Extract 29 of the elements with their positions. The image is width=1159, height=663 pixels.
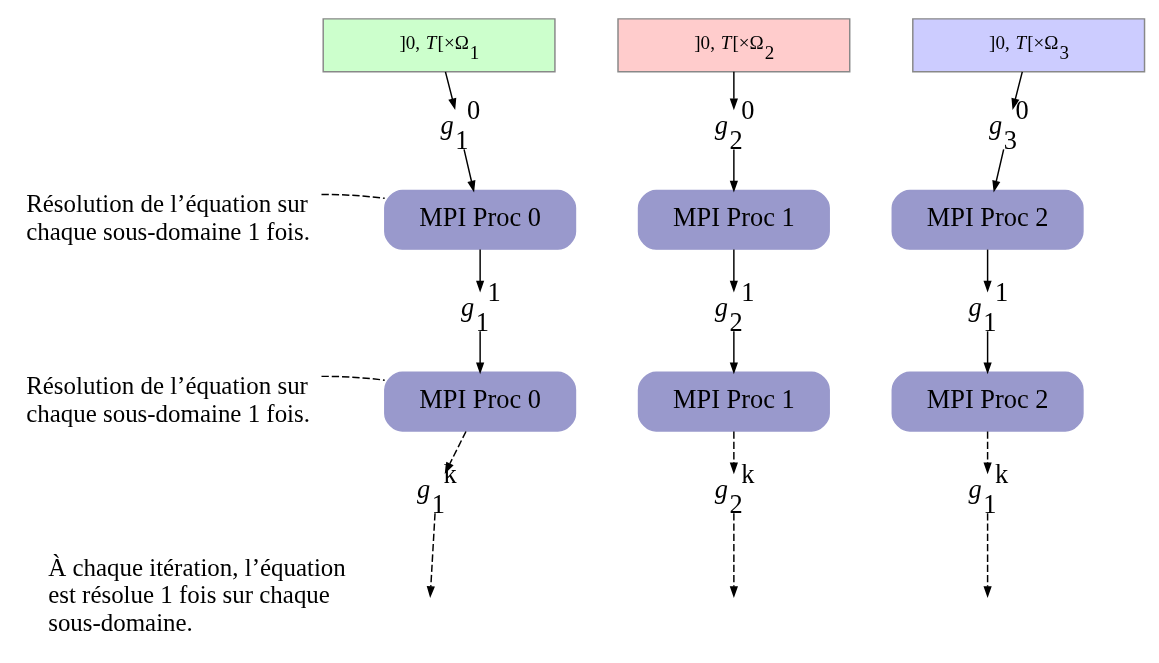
arrow: [444, 430, 467, 474]
arrow: [729, 430, 738, 474]
arrow: [729, 512, 738, 598]
label: À chaque itération, l’équation est résolue 1 fois sur chaque sous-domaine.: [48, 553, 346, 636]
arrow: [476, 330, 485, 374]
node-box: MPI Proc 2: [891, 189, 1084, 250]
node-box: MPI Proc 0: [384, 189, 577, 250]
connector: [320, 375, 386, 381]
arrow: [983, 430, 992, 474]
arrow: [729, 148, 738, 192]
arrow: [983, 330, 992, 374]
arrow: [983, 512, 992, 598]
node-box: MPI Proc 0: [384, 371, 577, 432]
node-box: MPI Proc 1: [637, 371, 830, 432]
arrow: [444, 70, 457, 110]
node-box: MPI Proc 1: [637, 189, 830, 250]
arrow: [729, 70, 738, 110]
arrow: [729, 330, 738, 374]
connector: [320, 193, 386, 199]
node-text: Résolution de l’équation sur chaque sous-domaine 1 fois.: [26, 189, 310, 245]
arrow: [463, 148, 476, 192]
arrow: [983, 248, 992, 292]
node-box: MPI Proc 2: [891, 371, 1084, 432]
arrow: [729, 248, 738, 292]
arrow: [992, 148, 1005, 192]
arrow: [426, 512, 436, 598]
arrow: [476, 248, 485, 292]
arrow: [1011, 70, 1024, 110]
node-text: Résolution de l’équation sur chaque sous-domaine 1 fois.: [26, 371, 310, 427]
